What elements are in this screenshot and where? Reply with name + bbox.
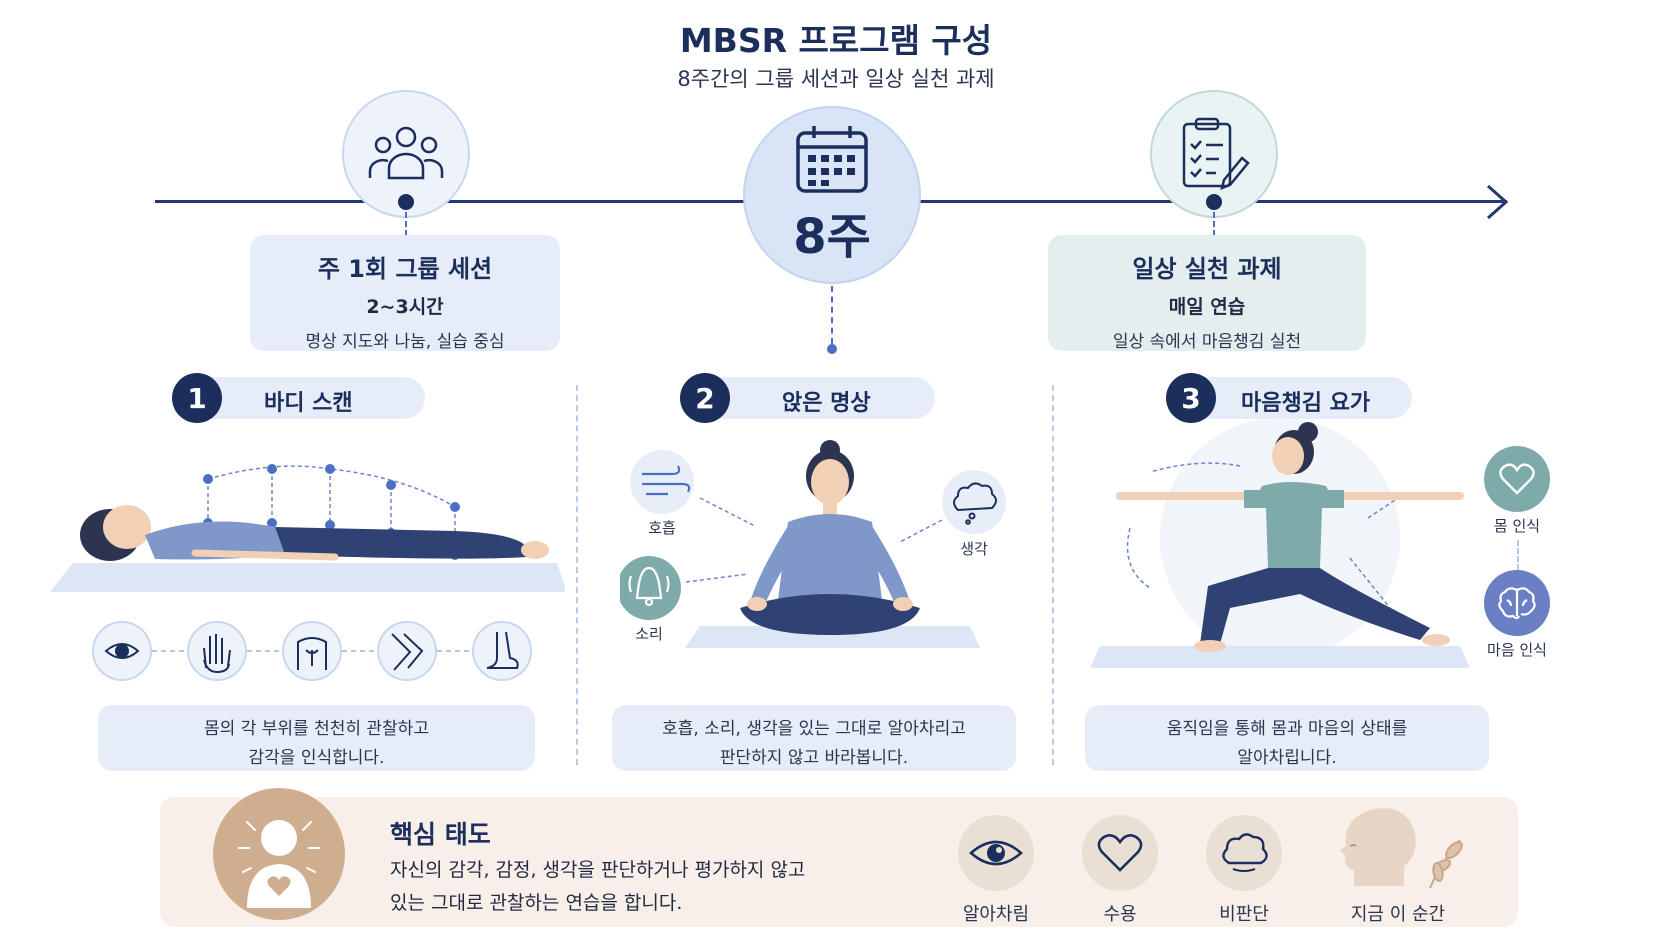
heart-icon [1499, 463, 1535, 495]
nonjudgment-attitude-circle [1206, 815, 1282, 891]
breath-icon-circle [630, 450, 694, 514]
connector-center [831, 286, 833, 344]
meditation-mat [685, 626, 980, 648]
focus-breath-label: 호흡 [648, 519, 676, 537]
daily-practice-desc: 일상 속에서 마음챙김 실천 [1112, 332, 1302, 352]
step-1-label: 바디 스캔 [264, 391, 353, 416]
yoga-mat [50, 563, 565, 592]
column-divider-2 [1052, 385, 1054, 765]
group-session-title: 주 1회 그룹 세션 [317, 255, 493, 283]
sound-icon-circle [620, 556, 681, 620]
connector-center-dot [827, 344, 837, 354]
core-attitude-desc-line2: 있는 그대로 관찰하는 연습을 합니다. [390, 892, 683, 914]
thought-cloud-icon [953, 482, 997, 525]
yoga-illustration [1090, 418, 1470, 668]
step-1-desc-line1: 몸의 각 부위를 천천히 관찰하고 [204, 719, 429, 739]
step-3-description: 움직임을 통해 몸과 마음의 상태를 알아차립니다. [1085, 705, 1489, 771]
group-session-desc: 명상 지도와 나눔, 실습 중심 [305, 332, 505, 352]
step-1-description: 몸의 각 부위를 천천히 관찰하고 감각을 인식합니다. [98, 705, 535, 771]
step-3-label: 마음챙김 요가 [1241, 391, 1371, 416]
page-title: MBSR 프로그램 구성 [679, 21, 993, 60]
body-scan-illustration [50, 464, 565, 592]
awareness-attitude-circle [958, 815, 1034, 891]
step-2-desc-line1: 호흡, 소리, 생각을 있는 그대로 알아차리고 [662, 719, 966, 739]
step-2-desc-line2: 판단하지 않고 바라봅니다. [719, 748, 909, 768]
mind-awareness-circle [1484, 570, 1550, 636]
eye-icon [969, 840, 1023, 866]
step-2-description: 호흡, 소리, 생각을 있는 그대로 알아차리고 판단하지 않고 바라봅니다. [612, 705, 1016, 771]
cloud-icon [1222, 833, 1268, 872]
body-awareness-circle [1484, 446, 1550, 512]
timeline-node-left [398, 194, 414, 210]
body-part-icons [92, 620, 552, 682]
eye-icon [104, 643, 140, 659]
wind-icon [642, 465, 691, 496]
seated-meditation-illustration [620, 440, 1006, 648]
focus-sound-label: 소리 [635, 625, 663, 643]
present-moment-figure [1334, 800, 1463, 892]
body-part-icon-row [92, 621, 532, 681]
step-2-number: 2 [680, 373, 730, 423]
foot-icon [486, 631, 519, 669]
hand-icon [203, 634, 231, 674]
connector-left [405, 212, 407, 236]
person-heart-icon [238, 820, 320, 908]
daily-practice-title: 일상 실천 과제 [1132, 255, 1282, 283]
step-1-desc-line2: 감각을 인식합니다. [248, 748, 385, 768]
core-attitude-desc: 자신의 감각, 감정, 생각을 판단하거나 평가하지 않고 있는 그대로 관찰하… [390, 854, 805, 920]
focus-thought-label: 생각 [960, 540, 988, 558]
timeline-arrow-icon [1487, 184, 1509, 220]
awareness-connector [1517, 540, 1519, 570]
acceptance-attitude-label: 수용 [1103, 904, 1137, 925]
group-session-duration: 2~3시간 [366, 296, 444, 318]
torso-icon [297, 637, 327, 670]
thought-icon-circle [942, 470, 1006, 534]
brain-icon [1498, 587, 1536, 620]
step-1-number: 1 [172, 373, 222, 423]
step-3-number: 3 [1166, 373, 1216, 423]
heart-icon [1097, 834, 1143, 872]
bell-icon [628, 566, 670, 607]
step-2-label: 앉은 명상 [782, 391, 871, 416]
leaf-icon [1429, 839, 1463, 889]
daily-practice-box: 일상 실천 과제 매일 연습 일상 속에서 마음챙김 실천 [1048, 235, 1366, 352]
step-1-pill [185, 377, 425, 419]
column-divider-1 [576, 385, 578, 765]
clipboard-checklist-icon [1182, 117, 1250, 191]
weeks-circle: 8주 [743, 106, 921, 284]
core-attitude-desc-line1: 자신의 감각, 감정, 생각을 판단하거나 평가하지 않고 [390, 859, 806, 881]
page-subtitle: 8주간의 그룹 세션과 일상 실천 과제 [677, 67, 995, 91]
weeks-label: 8주 [793, 209, 871, 265]
step-2-pill [695, 377, 935, 419]
mind-awareness-label: 마음 인식 [1487, 641, 1547, 659]
step-3-desc-line2: 알아차립니다. [1237, 748, 1337, 768]
calendar-icon [796, 126, 868, 193]
daily-practice-frequency: 매일 연습 [1168, 296, 1246, 318]
acceptance-attitude-circle [1082, 815, 1158, 891]
core-attitude-title: 핵심 태도 [390, 820, 491, 849]
nonjudgment-attitude-label: 비판단 [1219, 904, 1269, 925]
body-awareness-label: 몸 인식 [1493, 517, 1541, 535]
timeline-node-right [1206, 194, 1222, 210]
step-3-desc-line1: 움직임을 통해 몸과 마음의 상태를 [1166, 719, 1408, 739]
awareness-attitude-label: 알아차림 [962, 904, 1030, 925]
step-3-pill [1180, 377, 1412, 419]
yoga-mat [1090, 646, 1470, 668]
present-moment-label: 지금 이 순간 [1350, 904, 1446, 925]
core-attitude-emblem [213, 788, 345, 920]
connector-right [1213, 212, 1215, 236]
head-profile-icon [1340, 808, 1463, 889]
group-people-icon [368, 126, 444, 180]
knee-icon [391, 633, 424, 671]
core-attitude-panel [160, 797, 1518, 927]
group-session-box: 주 1회 그룹 세션 2~3시간 명상 지도와 나눔, 실습 중심 [250, 235, 560, 352]
